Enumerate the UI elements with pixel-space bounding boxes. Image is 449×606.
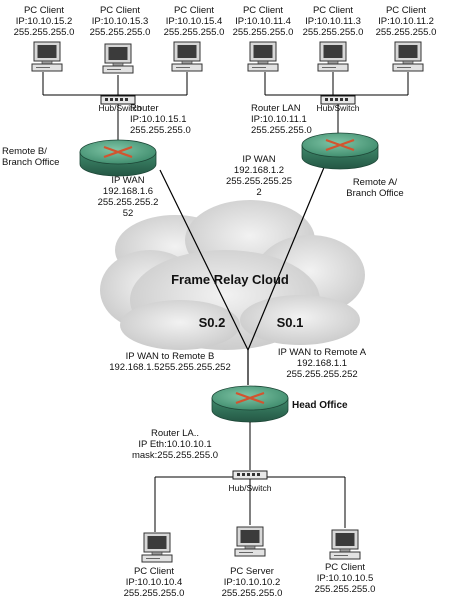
router-remote-b-icon bbox=[79, 139, 157, 177]
remote-a-wan: IP WAN 192.168.1.2 255.255.255.25 2 bbox=[225, 154, 293, 198]
head-office-label: Head Office bbox=[292, 400, 348, 411]
router-remote-a-icon bbox=[301, 132, 379, 170]
s02-label: S0.2 bbox=[198, 315, 226, 330]
pc-top-right-3-icon bbox=[392, 41, 424, 72]
hub-top-left-label: Hub/Switch bbox=[98, 103, 142, 113]
lan-top-right bbox=[264, 72, 409, 140]
s01-label: S0.1 bbox=[276, 315, 304, 330]
router-head-office-icon bbox=[211, 385, 289, 423]
remote-a-router-lan: Router LAN IP:10.10.11.1 255.255.255.0 bbox=[251, 103, 312, 136]
hub-bottom-label: Hub/Switch bbox=[228, 483, 272, 493]
frame-relay-cloud bbox=[100, 200, 365, 350]
pc-bottom-3-icon bbox=[329, 529, 361, 560]
wan-to-remote-a: IP WAN to Remote A 192.168.1.1 255.255.2… bbox=[277, 347, 367, 380]
wan-links bbox=[159, 164, 326, 385]
wan-to-remote-b: IP WAN to Remote B 192.168.1.5255.255.25… bbox=[109, 351, 231, 373]
head-router-lan: Router LA.. IP Eth:10.10.10.1 mask:255.2… bbox=[131, 428, 219, 461]
pc-bottom-2-icon bbox=[234, 526, 266, 557]
pc-top-left-3-icon bbox=[171, 41, 203, 72]
pc-top-right-2-icon bbox=[317, 41, 349, 72]
lan-top-left bbox=[42, 72, 188, 145]
pc-bottom-1-icon bbox=[141, 532, 173, 563]
pc-top-left-2-icon bbox=[102, 43, 134, 74]
pc-top-right-1-icon bbox=[247, 41, 279, 72]
hub-top-right-label: Hub/Switch bbox=[316, 103, 360, 113]
remote-b-router-lan: Router IP:10.10.15.1 255.255.255.0 bbox=[130, 103, 191, 136]
cloud-title: Frame Relay Cloud bbox=[171, 272, 289, 287]
remote-a-name: Remote A/ Branch Office bbox=[346, 177, 404, 199]
hub-bottom-icon bbox=[232, 470, 268, 480]
remote-b-wan: IP WAN 192.168.1.6 255.255.255.2 52 bbox=[97, 175, 159, 219]
pc-top-left-1-icon bbox=[31, 41, 63, 72]
remote-b-name: Remote B/ Branch Office bbox=[2, 146, 60, 168]
